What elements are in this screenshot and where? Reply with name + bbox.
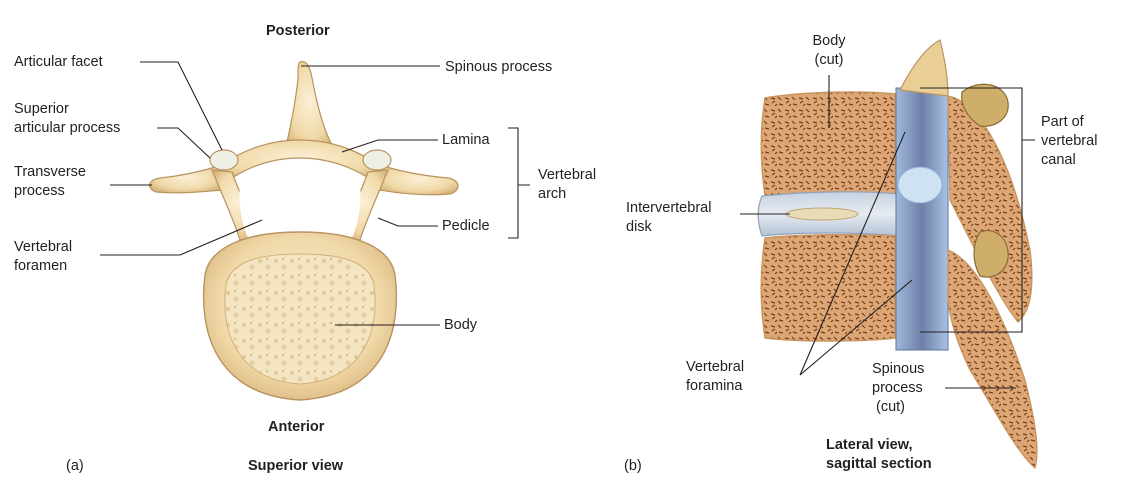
vertebral-foramen-label-1: Vertebral (14, 238, 72, 256)
anterior-label: Anterior (268, 418, 324, 436)
leader-articular-facet (140, 62, 222, 150)
leader-superior-articular-process (157, 128, 210, 158)
disk-nucleus (786, 208, 858, 220)
vertebral-arch-label-2: arch (538, 185, 566, 203)
right-transverse-process-shape (380, 165, 458, 195)
body-cut-label-2: (cut) (806, 51, 852, 69)
panel-a-vertebra (150, 62, 458, 400)
left-articular-facet (210, 150, 238, 170)
lateral-view-caption-1: Lateral view, (826, 436, 913, 454)
spinous-process-cut-label-2: process (872, 379, 923, 397)
vertebral-foramen-label-2: foramen (14, 257, 67, 275)
pedicle-label: Pedicle (442, 217, 490, 235)
spinous-process-label: Spinous process (445, 58, 552, 76)
transverse-process-label-2: process (14, 182, 65, 200)
spinous-process-cut-label-3: (cut) (876, 398, 905, 416)
transverse-process-label-1: Transverse (14, 163, 86, 181)
vertebral-foramina-label-1: Vertebral (686, 358, 744, 376)
intervertebral-disk-label-1: Intervertebral (626, 199, 711, 217)
panel-a-tag: (a) (66, 457, 84, 475)
vertebral-canal-label-2: vertebral (1041, 132, 1097, 150)
leader-lamina (342, 140, 438, 152)
superior-articular-process-label-2: articular process (14, 119, 120, 137)
vertebral-foramina-label-2: foramina (686, 377, 742, 395)
canal-disk-lens (898, 167, 942, 203)
spinous-process-cut-label-1: Spinous (872, 360, 924, 378)
spinous-process-shape (285, 62, 335, 150)
superior-view-caption: Superior view (248, 457, 343, 475)
body-cut-label-1: Body (806, 32, 852, 50)
lateral-view-caption-2: sagittal section (826, 455, 932, 473)
upper-body-shape (761, 92, 895, 196)
vertebral-arch-label-1: Vertebral (538, 166, 596, 184)
vertebral-canal-shape (896, 88, 948, 350)
vertebral-canal-label-3: canal (1041, 151, 1076, 169)
leader-pedicle (378, 218, 438, 226)
intervertebral-disk-label-2: disk (626, 218, 652, 236)
vertebral-foramen-shape (239, 171, 360, 238)
body-label: Body (444, 316, 477, 334)
superior-articular-process-label-1: Superior (14, 100, 69, 118)
vertebral-canal-label-1: Part of (1041, 113, 1084, 131)
right-articular-facet (363, 150, 391, 170)
panel-b-tag: (b) (624, 457, 642, 475)
vertebral-arch-bracket (508, 128, 530, 238)
lamina-label: Lamina (442, 131, 490, 149)
left-transverse-process-shape (150, 165, 222, 193)
articular-facet-label: Articular facet (14, 53, 103, 71)
lower-body-shape (761, 235, 895, 341)
posterior-label: Posterior (266, 22, 330, 40)
